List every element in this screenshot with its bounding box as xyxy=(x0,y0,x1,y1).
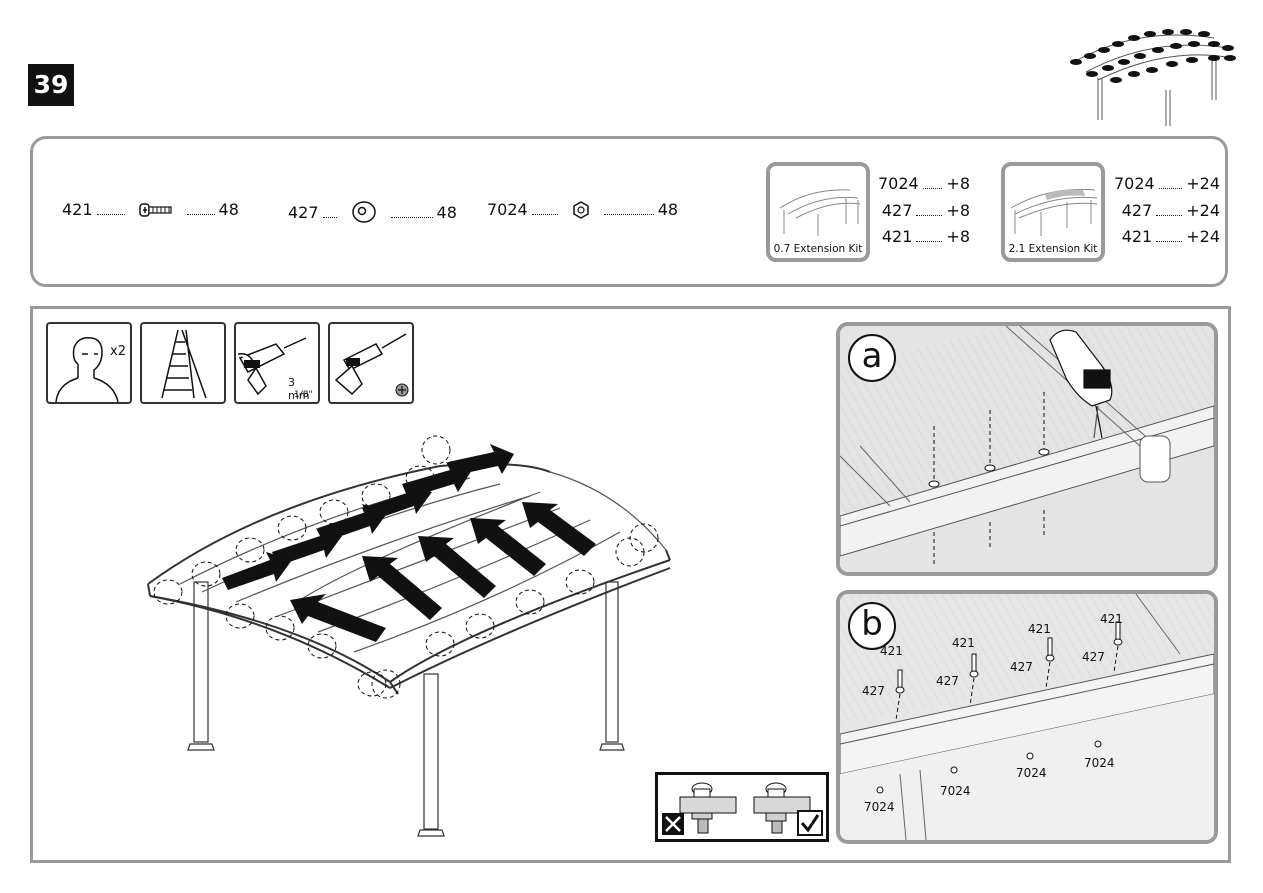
detail-a-panel: a xyxy=(836,322,1218,576)
part-qty: 48 xyxy=(218,200,239,219)
kit-line: 427+24 xyxy=(1121,201,1220,220)
callout-nut: 7024 xyxy=(1016,766,1047,780)
bolt-icon xyxy=(138,202,172,217)
carport-kit-icon xyxy=(1010,188,1098,236)
kit-label: 2.1 Extension Kit xyxy=(1008,243,1098,255)
comparison-illustration xyxy=(662,782,823,836)
tool-ladder xyxy=(140,322,226,404)
drill-size-mm: 3 mm xyxy=(288,376,310,402)
detail-b-illustration xyxy=(840,594,1214,840)
part-code: 427 xyxy=(288,202,319,222)
callout-bolt: 421 xyxy=(1100,612,1123,626)
kit-label: 0.7 Extension Kit xyxy=(773,243,863,255)
washer-icon xyxy=(351,201,376,223)
tightening-comparison xyxy=(655,772,829,842)
part-7024: 7024 48 xyxy=(487,200,678,219)
callout-nut: 7024 xyxy=(1084,756,1115,770)
tool-two-persons: x2 xyxy=(46,322,132,404)
callout-bolt: 421 xyxy=(1028,622,1051,636)
kit-line: 7024+24 xyxy=(1114,174,1220,193)
main-panel xyxy=(30,306,1231,863)
tool-drill: 3 mm 1/8" xyxy=(234,322,320,404)
detail-a-illustration xyxy=(840,326,1214,572)
part-code: 7024 xyxy=(487,200,528,219)
drill-icon xyxy=(237,337,307,396)
callout-washer: 427 xyxy=(1082,650,1105,664)
detail-a-label: a xyxy=(848,334,896,382)
drill-size-in: 1/8" xyxy=(294,390,313,400)
part-421: 421 48 xyxy=(62,200,239,219)
callout-washer: 427 xyxy=(862,684,885,698)
callout-bolt: 421 xyxy=(952,636,975,650)
carport-kit-icon xyxy=(779,189,861,236)
extension-kit-0-7: 0.7 Extension Kit xyxy=(766,162,870,262)
cross-icon xyxy=(662,813,684,835)
callout-washer: 427 xyxy=(936,674,959,688)
kit-line: 427+8 xyxy=(881,201,970,220)
kit-2-1-contents: 7024+24 427+24 421+24 xyxy=(1114,174,1220,246)
two-persons-icon xyxy=(55,336,119,403)
kit-line: 421+8 xyxy=(881,227,970,246)
part-427: 427 48 xyxy=(288,200,457,224)
callout-nut: 7024 xyxy=(940,784,971,798)
part-code: 421 xyxy=(62,200,93,219)
detail-b-panel: b 421 427 421 427 421 427 421 427 7024 7… xyxy=(836,590,1218,844)
callout-bolt: 421 xyxy=(880,644,903,658)
carport-thumbnail xyxy=(1070,29,1236,126)
callout-washer: 427 xyxy=(1010,660,1033,674)
part-qty: 48 xyxy=(657,200,679,219)
extension-kit-2-1: 2.1 Extension Kit xyxy=(1001,162,1105,262)
kit-line: 7024+8 xyxy=(878,174,970,193)
check-icon xyxy=(797,810,823,836)
kit-0-7-contents: 7024+8 427+8 421+8 xyxy=(878,174,970,246)
persons-count: x2 xyxy=(110,344,126,359)
carport-roof-illustration xyxy=(147,435,671,837)
parts-panel xyxy=(30,136,1228,287)
step-number: 39 xyxy=(28,64,74,106)
part-qty: 48 xyxy=(436,202,457,222)
detail-b-label: b xyxy=(848,602,896,650)
power-screwdriver-icon xyxy=(334,333,409,397)
ladder-icon xyxy=(161,329,207,399)
callout-nut: 7024 xyxy=(864,800,895,814)
tool-power-screwdriver xyxy=(328,322,414,404)
nut-icon xyxy=(572,200,589,219)
kit-line: 421+24 xyxy=(1121,227,1220,246)
